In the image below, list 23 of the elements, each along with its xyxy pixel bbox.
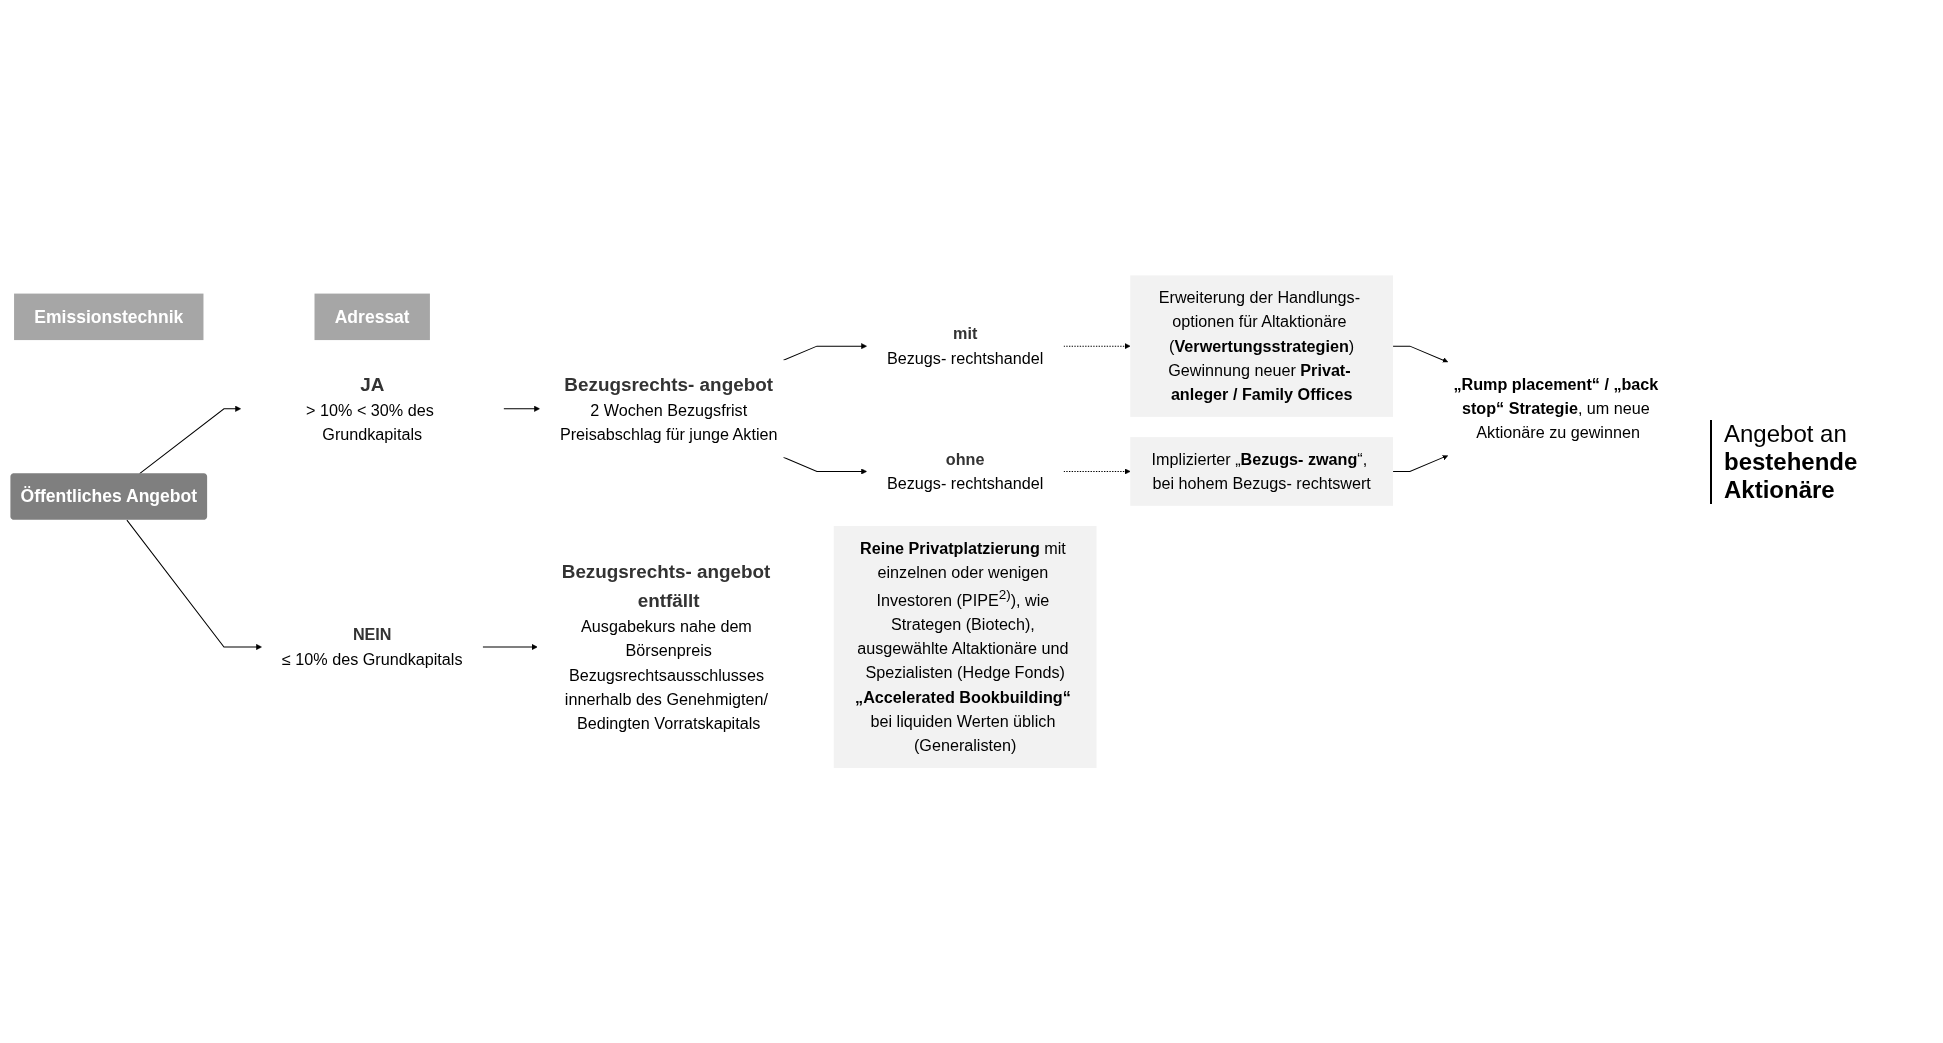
arrow (1063, 343, 1131, 349)
node-text: ohne Bezugs- rechtshandel (886, 449, 1044, 493)
arrow (783, 343, 868, 361)
arrow (126, 519, 262, 650)
arrow (482, 643, 538, 650)
arrow (503, 405, 540, 412)
arrow (139, 405, 242, 474)
node-text: NEIN ≤ 10% des Grundkapitals (281, 625, 463, 668)
node-text: JA > 10% < 30% des Grundkapitals (306, 373, 434, 444)
node-text: mit Bezugs- rechtshandel (886, 324, 1044, 367)
node-box: Implizierter „Bezugs- zwang“, bei hohem Bezugs- rechtswert (1130, 436, 1394, 506)
node-box: Emissionstechnik (14, 293, 204, 340)
node-text: Bezugsrechts- angebot entfällt Ausgabekurs nahe dem Börsenpreis Bezugsrechtsausschlusses innerhalb des Genehmigten/ Bedingten Vorratskapitals (561, 561, 771, 733)
arrow (1063, 468, 1131, 475)
node-text: „Rump placement“ / „back stop“ Strategie, um neue Aktionäre zu gewinnen (1453, 374, 1659, 442)
node-box: Öffentliches Angebot (10, 473, 208, 520)
arrow (1392, 345, 1449, 363)
arrow (783, 456, 868, 475)
node-text: Bezugsrechts- angebot 2 Wochen Bezugsfrist Preisabschlag für junge Aktien (559, 373, 778, 444)
arrow (1392, 454, 1449, 472)
node-box: Adressat (314, 293, 430, 340)
node-box: Erweiterung der Handlungs- optionen für Altaktionäre (Verwertungsstrategien) Gewinnung neuer Privat- anleger / Family Offices (1130, 275, 1394, 417)
bracket-note: Angebot an bestehende Aktionäre (1710, 420, 1930, 504)
